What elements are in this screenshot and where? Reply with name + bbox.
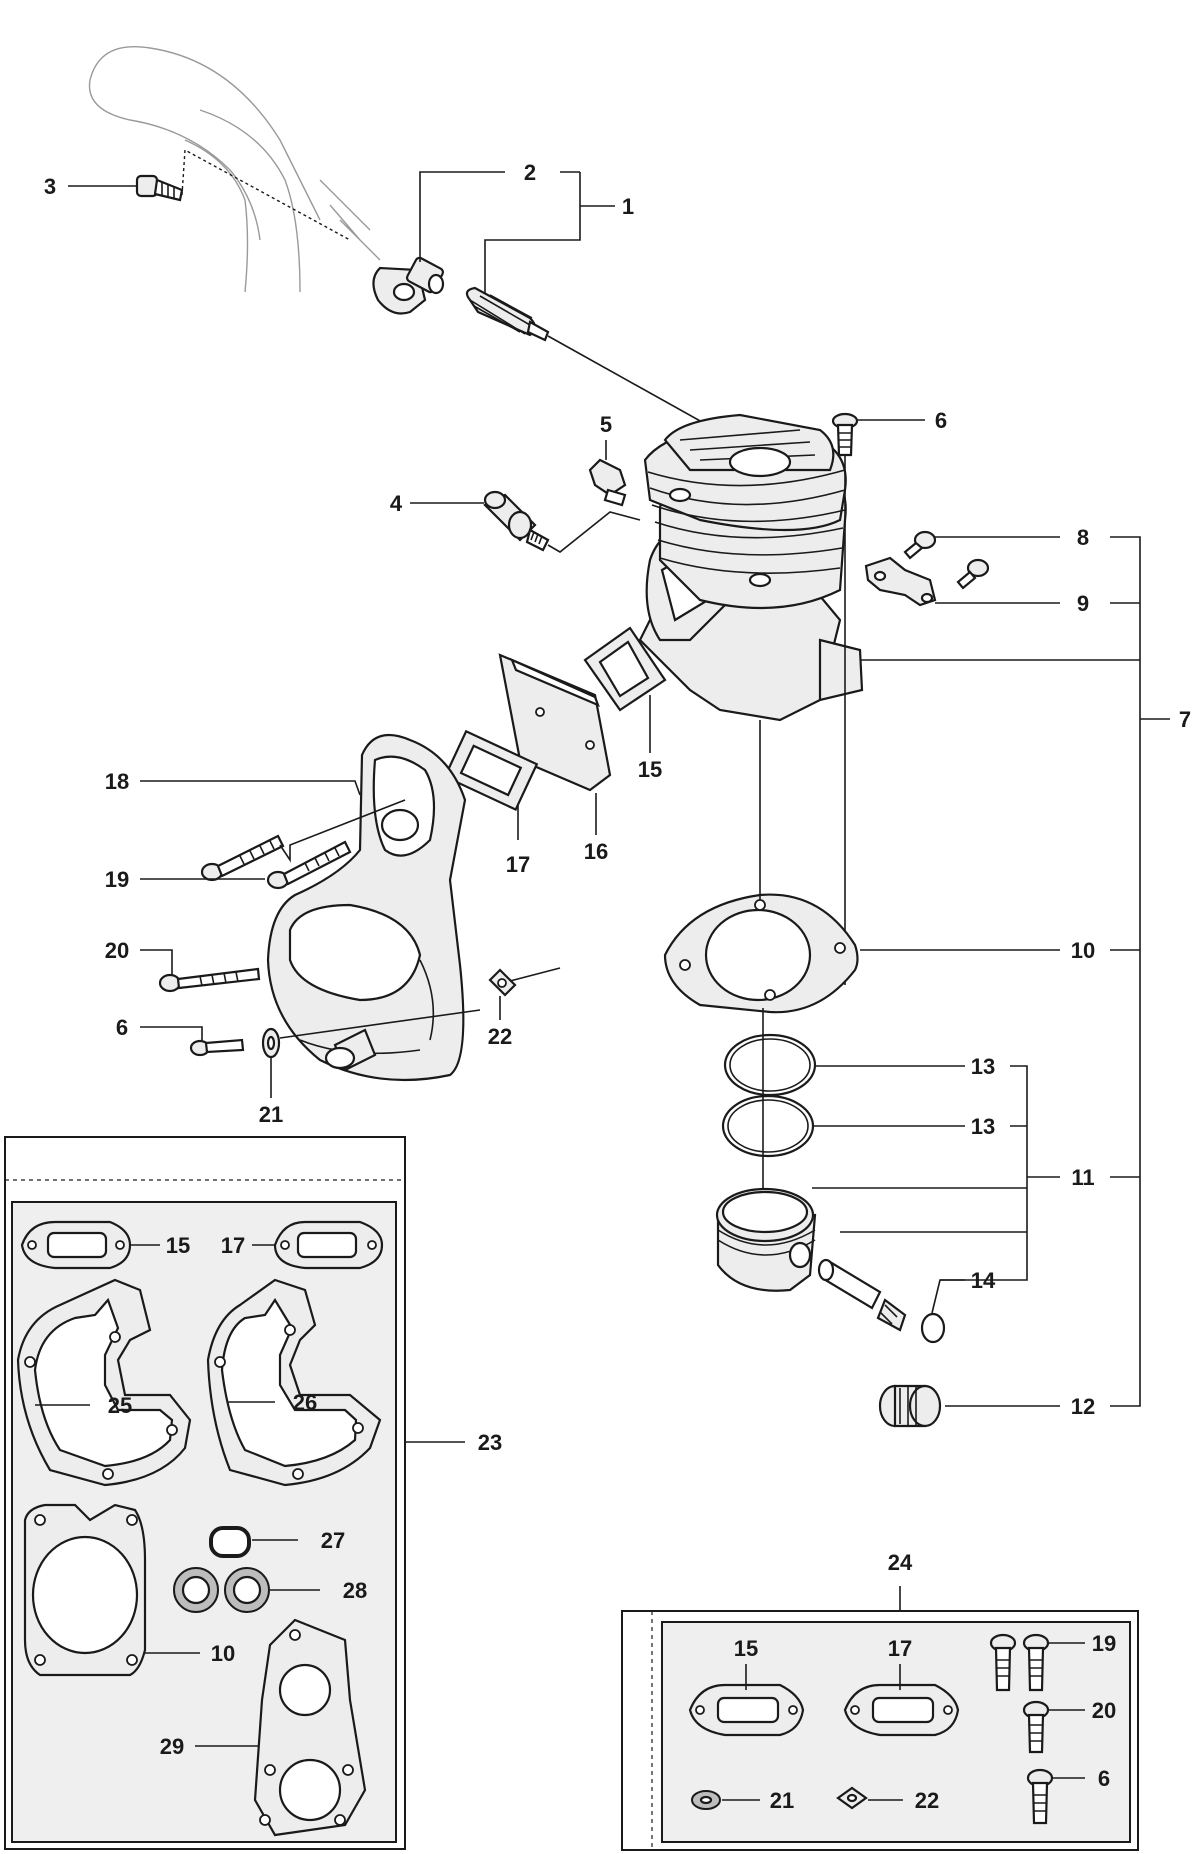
bolt-6-muffler: [189, 1038, 245, 1057]
kit24-gasket-15: [688, 1683, 805, 1737]
muffler-18: [266, 733, 467, 1082]
decompression-valve-4: [483, 490, 550, 552]
kit24-gasket-17: [843, 1683, 960, 1737]
needle-bearing-small: [876, 1298, 907, 1332]
screw-8: [903, 530, 937, 560]
callout-17-kit23: 17: [221, 1233, 245, 1258]
callout-23: 23: [478, 1430, 502, 1455]
callout-6-top: 6: [935, 408, 947, 433]
callout-7: 7: [1179, 707, 1191, 732]
callout-14: 14: [971, 1268, 996, 1293]
kit24-screw-6: [1026, 1768, 1054, 1825]
callout-5: 5: [600, 412, 612, 437]
callout-4: 4: [390, 491, 403, 516]
bolt-20: [158, 967, 261, 993]
kit24-screw-20: [1022, 1700, 1050, 1754]
callout-10-kit23: 10: [211, 1641, 235, 1666]
kit23-seal-28b: [224, 1567, 270, 1613]
screw-3: [135, 174, 184, 202]
callout-9: 9: [1077, 591, 1089, 616]
callout-8: 8: [1077, 525, 1089, 550]
kit23-gasket-29: [253, 1618, 367, 1837]
screw-6-top: [831, 412, 859, 457]
heat-shield-16: [498, 653, 612, 792]
callout-25: 25: [108, 1393, 132, 1418]
callout-19-kit24: 19: [1092, 1631, 1116, 1656]
callout-3: 3: [44, 174, 56, 199]
callout-20: 20: [105, 938, 129, 963]
gasket-15: [583, 626, 667, 712]
bolt-19a: [200, 834, 285, 882]
needle-bearing-12: [878, 1384, 942, 1428]
bracket-9: [864, 556, 937, 607]
piston: [715, 1187, 817, 1292]
cable-clamp-2: [372, 256, 445, 315]
callout-20-kit24: 20: [1092, 1698, 1116, 1723]
piston-ring-13a: [723, 1033, 817, 1097]
callout-22: 22: [488, 1024, 512, 1049]
piston-pin: [817, 1258, 882, 1310]
callout-29: 29: [160, 1734, 184, 1759]
callout-21-kit24: 21: [770, 1788, 794, 1813]
callout-11: 11: [1071, 1165, 1094, 1190]
callout-17: 17: [506, 852, 530, 877]
base-gasket-10: [663, 893, 859, 1014]
callout-13a: 13: [971, 1054, 995, 1079]
callout-labels: 1 2 3 4 5 6 6 6 7 8 9 10 10 11 12 13 13 …: [44, 160, 1191, 1813]
washer-21: [261, 1027, 281, 1059]
kit23-gasket-15: [20, 1220, 132, 1270]
callout-1: 1: [622, 194, 634, 219]
callout-2: 2: [524, 160, 536, 185]
callout-15-kit24: 15: [734, 1636, 758, 1661]
kit23-oring-27: [209, 1526, 251, 1558]
callout-10: 10: [1071, 938, 1095, 963]
kit23-gasket-25: [16, 1278, 192, 1487]
cylinder: [638, 413, 864, 722]
kit23-seal-28a: [173, 1567, 219, 1613]
callout-16: 16: [584, 839, 608, 864]
plug-5: [588, 458, 627, 507]
callout-27: 27: [321, 1528, 345, 1553]
callout-6-muffler: 6: [116, 1015, 128, 1040]
callout-22-kit24: 22: [915, 1788, 939, 1813]
kit24-screw-19b: [1022, 1633, 1050, 1692]
kit24-washer-21: [691, 1790, 721, 1810]
kit24-screw-19a: [989, 1633, 1017, 1692]
callout-24: 24: [888, 1550, 913, 1575]
kit23-gasket-17: [273, 1220, 384, 1270]
handle-outline: [88, 46, 381, 293]
callout-18: 18: [105, 769, 129, 794]
screw-9: [956, 558, 990, 590]
callout-15: 15: [638, 757, 662, 782]
callout-13b: 13: [971, 1114, 995, 1139]
spring-1: [465, 286, 550, 342]
callout-19: 19: [105, 867, 129, 892]
kit24-nut-22: [836, 1786, 868, 1810]
callout-15-kit23: 15: [166, 1233, 190, 1258]
nut-22: [488, 968, 517, 997]
callout-21: 21: [259, 1102, 283, 1127]
callout-28: 28: [343, 1578, 367, 1603]
callout-17-kit24: 17: [888, 1636, 912, 1661]
circlip-14: [920, 1312, 946, 1344]
kit23-gasket-10: [23, 1503, 147, 1677]
callout-6-kit24: 6: [1098, 1766, 1110, 1791]
bolt-19b: [266, 840, 352, 890]
callout-26: 26: [293, 1390, 317, 1415]
callout-12: 12: [1071, 1394, 1095, 1419]
kit23-gasket-26: [206, 1278, 382, 1487]
piston-ring-13b: [721, 1094, 815, 1158]
gasket-17: [443, 729, 539, 812]
